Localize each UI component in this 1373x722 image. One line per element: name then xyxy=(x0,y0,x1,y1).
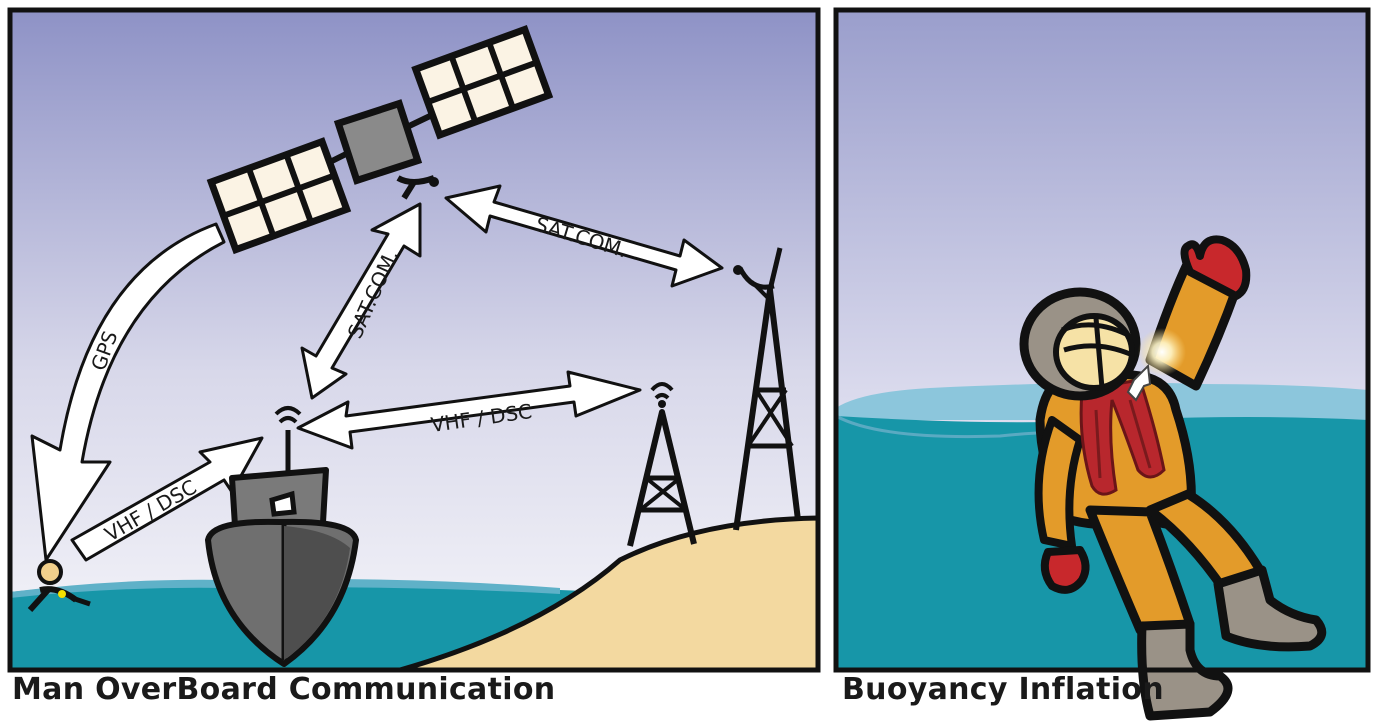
inflation-arrow-icon xyxy=(1126,363,1152,402)
satellite-icon xyxy=(206,25,554,255)
right-panel xyxy=(833,7,1371,721)
inflation-light-icon xyxy=(1138,328,1186,376)
left-panel: GPS SAT.COM. SAT.COM. VHF / DSC VHF / DS… xyxy=(7,7,821,673)
survival-suit-person-icon xyxy=(1019,235,1327,721)
left-panel-caption: Man OverBoard Communication xyxy=(12,672,556,707)
satellite-ground-station-icon xyxy=(733,247,801,531)
life-jacket-icon xyxy=(1079,378,1166,496)
shore xyxy=(397,515,821,673)
right-panel-caption: Buoyancy Inflation xyxy=(842,672,1164,707)
person-overboard-icon xyxy=(27,559,91,613)
vhf-tower-icon xyxy=(627,382,697,547)
ship-icon xyxy=(205,406,359,667)
